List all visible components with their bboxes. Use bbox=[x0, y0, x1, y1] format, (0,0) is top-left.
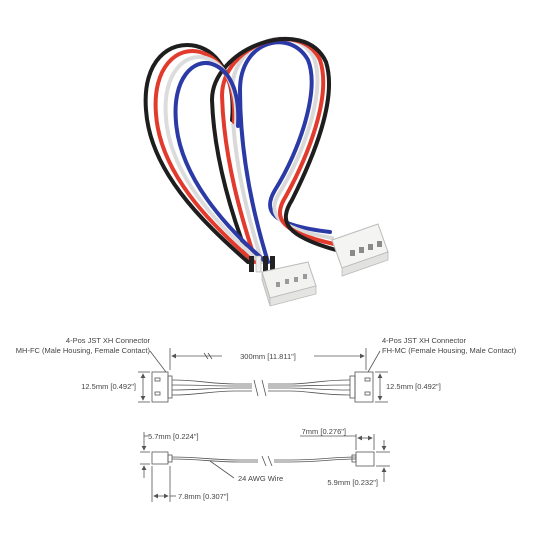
left-side-width-dimension: 5.7mm [0.224"] bbox=[148, 432, 199, 441]
wire-red bbox=[219, 37, 336, 264]
left-connector-label-2: MH-FC (Male Housing, Female Contact) bbox=[16, 346, 151, 355]
left-side-view bbox=[151, 451, 258, 465]
length-dimension: 300mm [11.811"] bbox=[240, 352, 296, 361]
technical-drawing: 4-Pos JST XH Connector MH-FC (Male Housi… bbox=[16, 336, 517, 502]
housing-left-photo bbox=[261, 261, 317, 307]
right-connector-label-1: 4-Pos JST XH Connector bbox=[382, 336, 467, 345]
wire-gauge-label: 24 AWG Wire bbox=[238, 474, 283, 483]
left-side-depth-dimension: 7.8mm [0.307"] bbox=[178, 492, 229, 501]
housing-right-photo bbox=[331, 223, 389, 277]
left-connector-drawing bbox=[151, 371, 173, 403]
cable-photo bbox=[143, 36, 389, 307]
left-height-dimension: 12.5mm [0.492"] bbox=[81, 382, 136, 391]
wire-terminals bbox=[249, 255, 275, 273]
right-height-dimension: 12.5mm [0.492"] bbox=[386, 382, 441, 391]
right-connector-drawing bbox=[349, 371, 374, 403]
right-connector-label-2: FH-MC (Female Housing, Male Contact) bbox=[382, 346, 517, 355]
right-side-view bbox=[261, 451, 375, 467]
wire-blue bbox=[237, 40, 332, 264]
drawing-wires bbox=[171, 379, 351, 397]
right-side-width-dimension: 7mm [0.276"] bbox=[302, 427, 346, 436]
wire-white-a bbox=[229, 36, 334, 264]
left-connector-label-1: 4-Pos JST XH Connector bbox=[66, 336, 151, 345]
wire-black bbox=[209, 36, 338, 264]
right-side-depth-dimension: 5.9mm [0.232"] bbox=[327, 478, 378, 487]
